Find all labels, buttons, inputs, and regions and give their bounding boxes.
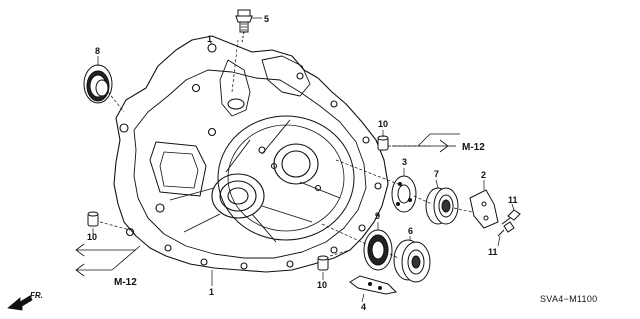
callout-6: 6 [408, 226, 413, 236]
callout-11-upper: 11 [508, 195, 518, 205]
clip-part-4 [349, 275, 398, 295]
bolts-part-11 [497, 209, 521, 237]
callout-4: 4 [361, 302, 366, 312]
reference-label-right: M-12 [462, 142, 485, 153]
callout-10-bottom: 10 [317, 280, 327, 290]
front-direction-arrow-icon [7, 295, 33, 311]
callout-9: 9 [375, 211, 380, 221]
oil-seal-part-8 [83, 64, 113, 104]
reference-arrow-left [75, 243, 141, 277]
callout-10-left: 10 [87, 232, 97, 242]
switch-part-5 [235, 9, 253, 43]
callout-10-right: 10 [378, 119, 388, 129]
bracket-part-2 [469, 189, 499, 229]
callout-8: 8 [95, 46, 100, 56]
callout-7: 7 [434, 169, 439, 179]
leader-lines [92, 17, 515, 303]
reference-label-left: M-12 [114, 277, 137, 288]
reference-arrow-right [392, 133, 460, 153]
callout-3: 3 [402, 157, 407, 167]
diagram-code: SVA4−M1100 [540, 294, 597, 304]
clutch-housing [113, 35, 389, 273]
bearing-part-6 [393, 239, 431, 283]
bearing-part-7 [425, 187, 459, 225]
callout-11-lower: 11 [488, 247, 498, 257]
callout-2: 2 [481, 170, 486, 180]
front-direction-label: FR. [30, 291, 43, 300]
callout-1-top: 1 [207, 34, 212, 44]
bearing-part-9 [363, 229, 393, 271]
callout-1: 1 [209, 287, 214, 297]
callout-labels: 5 8 1 10 3 7 2 11 9 6 11 10 10 4 1 [87, 14, 518, 312]
dowel-pins-part-10 [87, 135, 389, 271]
plate-part-3 [391, 175, 417, 213]
callout-5: 5 [264, 14, 269, 24]
